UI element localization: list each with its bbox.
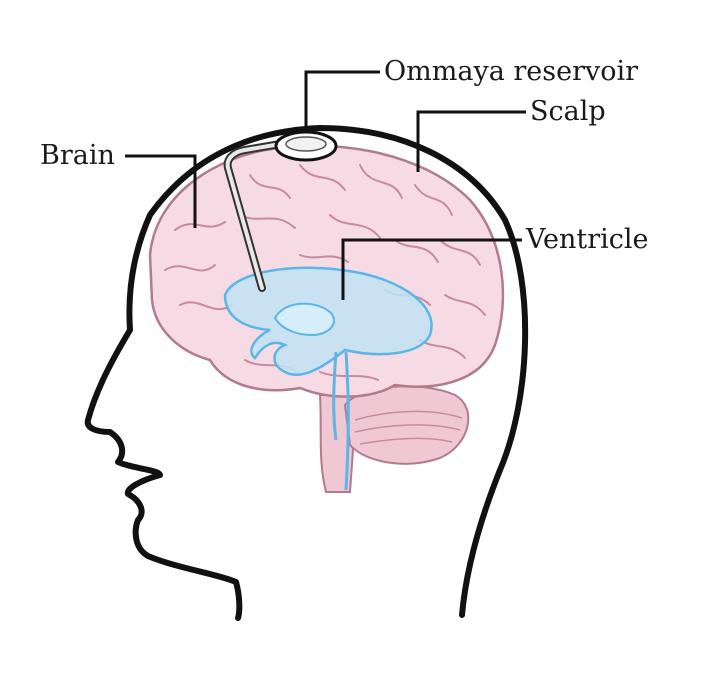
aqueduct (332, 351, 350, 491)
ommaya-leader-line (304, 70, 380, 130)
brain-leader-line (125, 154, 197, 228)
scalp-leader-line (416, 110, 526, 172)
label-ventricle: Ventricle (525, 224, 649, 255)
catheter-inner (225, 140, 294, 290)
ventricle-inner (273, 302, 335, 337)
ventricle-leader-line (341, 238, 522, 300)
label-ommaya-reservoir: Ommaya reservoir (384, 56, 638, 87)
head-outline (84, 125, 529, 621)
ommaya-reservoir-inner (285, 136, 327, 152)
label-brain: Brain (40, 140, 115, 171)
cerebellum-folds (354, 410, 463, 445)
label-scalp: Scalp (530, 96, 606, 127)
